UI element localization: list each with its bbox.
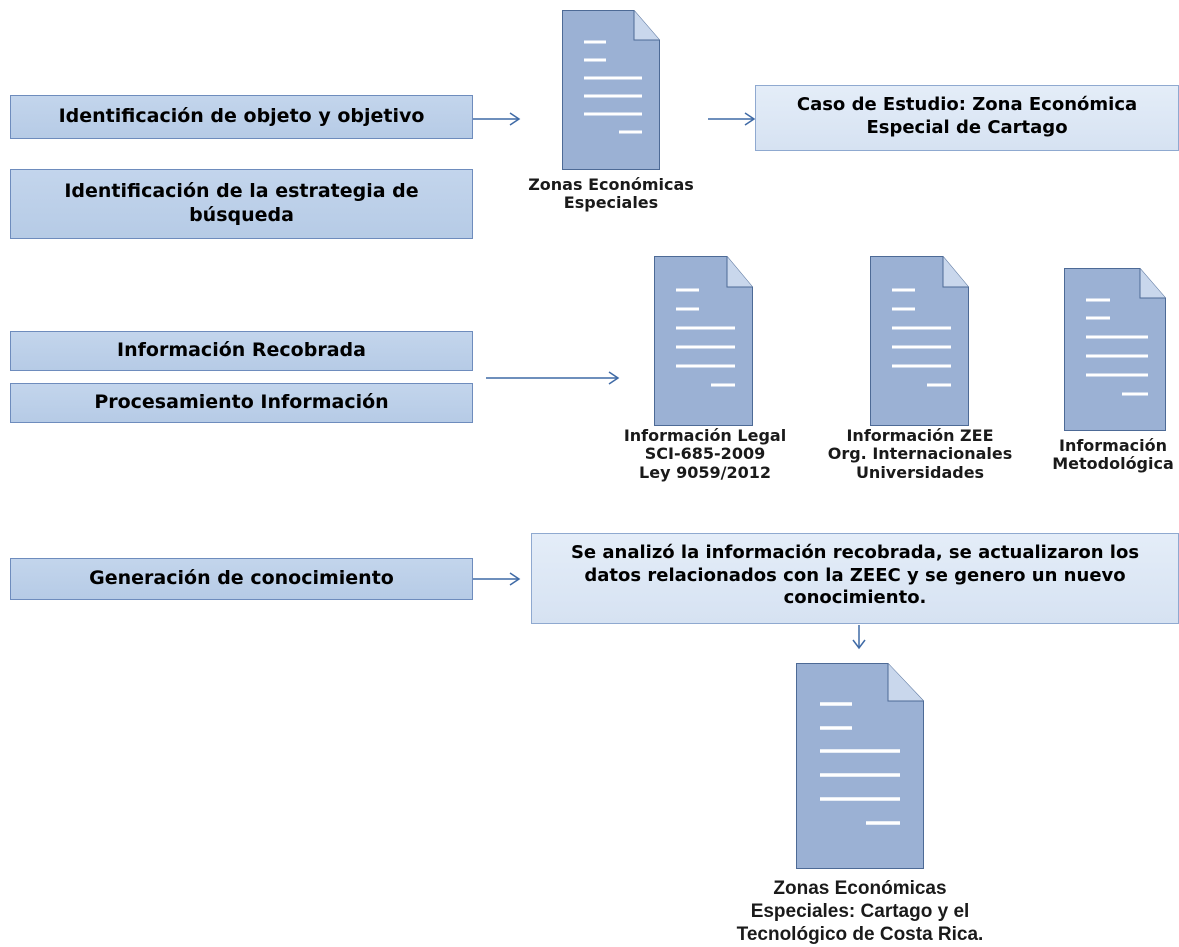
analysis-label: Se analizó la información recobrada, se …	[570, 542, 1140, 608]
caption-line: Universidades	[855, 462, 985, 482]
step-generacion-conocimiento-label: Generación de conocimiento	[89, 567, 394, 590]
caption-zonas-economicas: Zonas Económicas Especiales	[511, 175, 711, 213]
step-identificacion-estrategia: Identificación de la estrategia de búsqu…	[10, 169, 473, 239]
case-study-box: Caso de Estudio: Zona Económica Especial…	[755, 85, 1179, 151]
caption-line: SCI-685-2009	[644, 444, 766, 464]
step-procesamiento-informacion: Procesamiento Información	[10, 383, 473, 423]
caption-line: Org. Internacionales	[827, 444, 1013, 464]
document-icon	[654, 256, 753, 426]
caption-line: Información ZEE	[846, 426, 994, 445]
step-generacion-conocimiento: Generación de conocimiento	[10, 558, 473, 600]
caption-line: Especiales	[563, 193, 659, 213]
document-icon	[1064, 268, 1166, 431]
caption-line: Metodológica	[1052, 454, 1174, 474]
caption-informacion-legal: Información Legal SCI-685-2009 Ley 9059/…	[600, 426, 810, 482]
caption-resultado: Zonas Económicas Especiales: Cartago y e…	[700, 878, 1020, 946]
arrow-analysis-to-result-icon	[852, 625, 866, 650]
document-icon	[796, 663, 924, 869]
caption-line: Información	[1058, 436, 1167, 455]
caption-line: Zonas Económicas	[528, 175, 694, 194]
case-study-label: Caso de Estudio: Zona Económica Especial…	[796, 94, 1138, 138]
document-icon	[562, 10, 660, 170]
step-identificacion-objeto: Identificación de objeto y objetivo	[10, 95, 473, 139]
analysis-box: Se analizó la información recobrada, se …	[531, 533, 1179, 624]
caption-line: Zonas Económicas	[773, 878, 947, 899]
step-identificacion-objeto-label: Identificación de objeto y objetivo	[58, 105, 425, 128]
step-procesamiento-informacion-label: Procesamiento Información	[94, 391, 389, 414]
step-identificacion-estrategia-label: Identificación de la estrategia de búsqu…	[64, 180, 419, 226]
caption-line: Tecnológico de Costa Rica.	[736, 923, 984, 945]
caption-line: Información Legal	[623, 426, 787, 445]
step-informacion-recobrada-label: Información Recobrada	[117, 339, 366, 362]
caption-line: Ley 9059/2012	[639, 462, 771, 482]
step-informacion-recobrada: Información Recobrada	[10, 331, 473, 371]
arrow-zee-to-case-icon	[708, 112, 756, 126]
document-icon	[870, 256, 969, 426]
arrow-info-to-docs-icon	[486, 371, 620, 385]
arrow-step5-to-analysis-icon	[473, 572, 521, 586]
arrow-step1-to-zee-icon	[473, 112, 521, 126]
caption-line: Especiales: Cartago y el	[750, 900, 970, 922]
caption-informacion-zee: Información ZEE Org. Internacionales Uni…	[815, 426, 1025, 482]
caption-informacion-metodologica: Información Metodológica	[1049, 436, 1177, 474]
